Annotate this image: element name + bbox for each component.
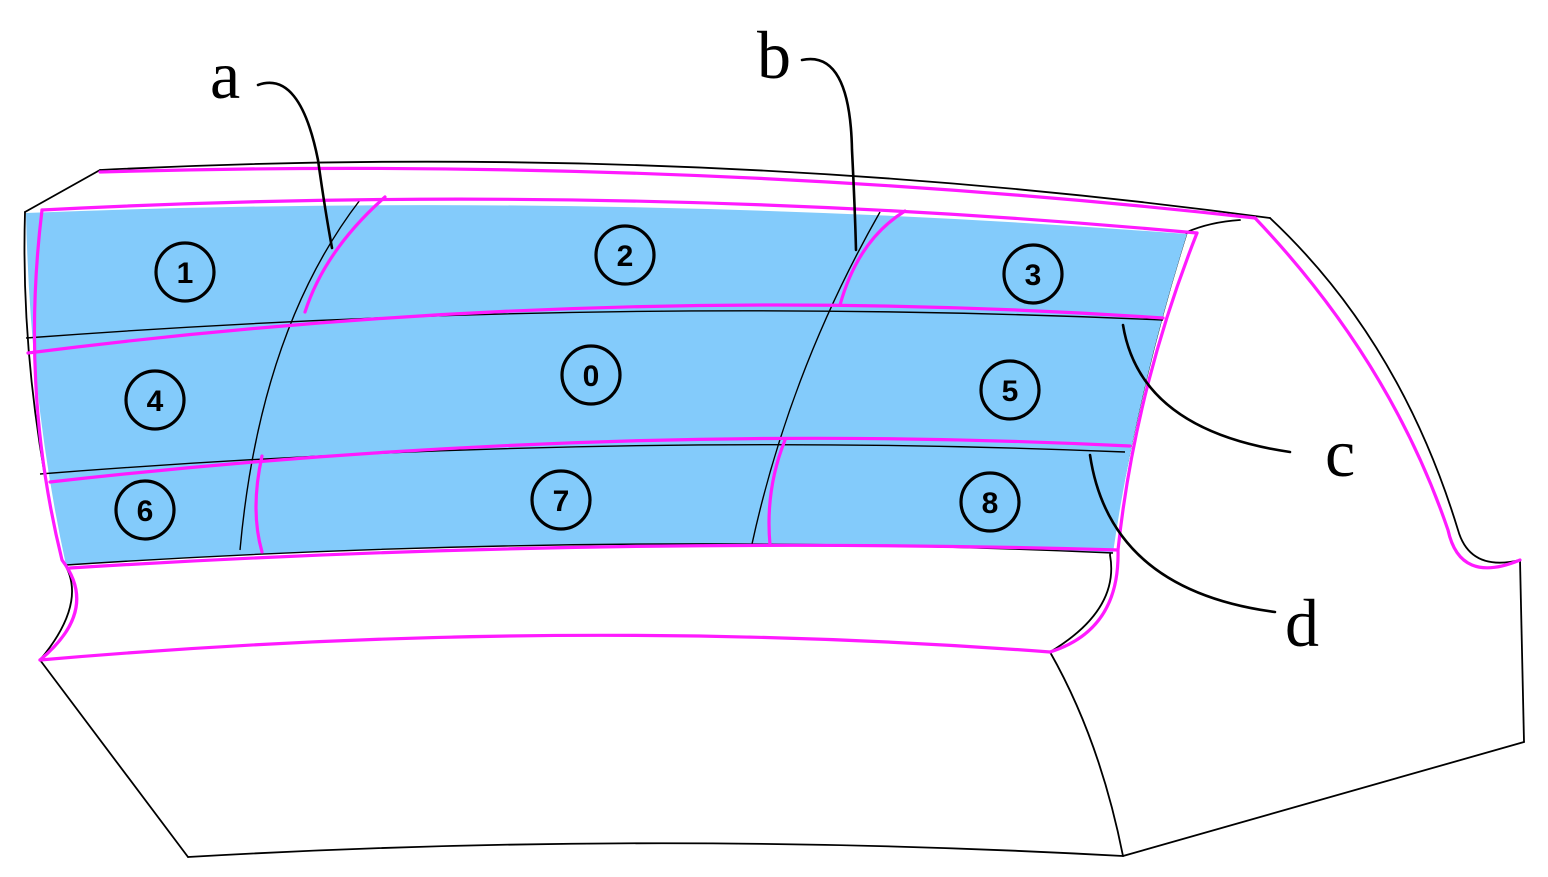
boundary-end-face [1253, 216, 1522, 570]
zone-0-circle [560, 344, 622, 406]
column-line-a [239, 199, 361, 551]
zone-8-circle [959, 471, 1021, 533]
boundary-row-1 [26, 303, 1165, 355]
zone-6-label: 6 [137, 495, 154, 528]
row-line-lower [39, 443, 1126, 475]
zone-6-circle [114, 479, 176, 541]
leader-a [256, 81, 334, 250]
zone-3-label: 3 [1025, 259, 1042, 292]
leader-d [1088, 453, 1277, 614]
zone-0: 0 [560, 344, 622, 406]
boundary-row-2 [48, 436, 1132, 484]
end-face-inner-edge [1186, 219, 1241, 233]
zone-2: 2 [594, 224, 656, 286]
zone-2-label: 2 [617, 240, 634, 273]
zone-4-label: 4 [147, 385, 164, 418]
top-left-edge [24, 169, 101, 213]
zone-8-label: 8 [982, 487, 999, 520]
bottom-left-edge [39, 659, 189, 858]
zone-7: 7 [530, 469, 592, 531]
zone-4-circle [124, 369, 186, 431]
zone-2-circle [594, 224, 656, 286]
boundary-seam-lower-right [767, 438, 787, 547]
boundary-seam-lower-left [254, 454, 264, 554]
bottom-front-edge [187, 842, 1124, 858]
zone-0-label: 0 [583, 360, 600, 393]
zone-1-circle [154, 241, 216, 303]
zone-3-circle [1002, 243, 1064, 305]
zone-7-circle [530, 469, 592, 531]
callout-c-label: c [1325, 415, 1355, 491]
leader-c [1121, 323, 1292, 454]
row-line-upper [25, 310, 1164, 339]
callout-b-label: b [757, 17, 791, 93]
column-line-b [751, 211, 881, 545]
boundary-top-back [98, 166, 1257, 220]
zone-3: 3 [1002, 243, 1064, 305]
boundary-top [40, 197, 1199, 235]
boundary-right [1048, 231, 1199, 654]
callout-labels: a b c d [210, 17, 1355, 661]
zone-7-label: 7 [553, 485, 570, 518]
boundary-bottom [68, 543, 1120, 570]
callout-a-label: a [210, 37, 240, 113]
zone-1-label: 1 [177, 257, 194, 290]
zone-1: 1 [154, 241, 216, 303]
end-face-outer-curve [1269, 217, 1521, 564]
zone-8: 8 [959, 471, 1021, 533]
working-surface [26, 205, 1187, 565]
bottom-right-edge [1122, 741, 1525, 857]
boundary-seam-a [303, 195, 387, 314]
lower-front-crease [1049, 651, 1124, 857]
zone-5: 5 [979, 359, 1041, 421]
zone-6: 6 [114, 479, 176, 541]
leader-b [800, 57, 858, 252]
callout-d-label: d [1285, 585, 1319, 661]
boundary-seam-b [838, 209, 907, 307]
boundary-front-lower [38, 633, 1052, 662]
zone-labels: 1 2 3 4 0 5 6 7 [114, 224, 1064, 541]
segment-boundaries [26, 166, 1522, 662]
end-face-right-edge [1519, 559, 1525, 743]
boundary-left [32, 208, 79, 662]
zone-4: 4 [124, 369, 186, 431]
zone-5-circle [979, 359, 1041, 421]
zone-5-label: 5 [1002, 375, 1019, 408]
top-back-edge [99, 160, 1271, 219]
callout-leaders [256, 57, 1292, 614]
